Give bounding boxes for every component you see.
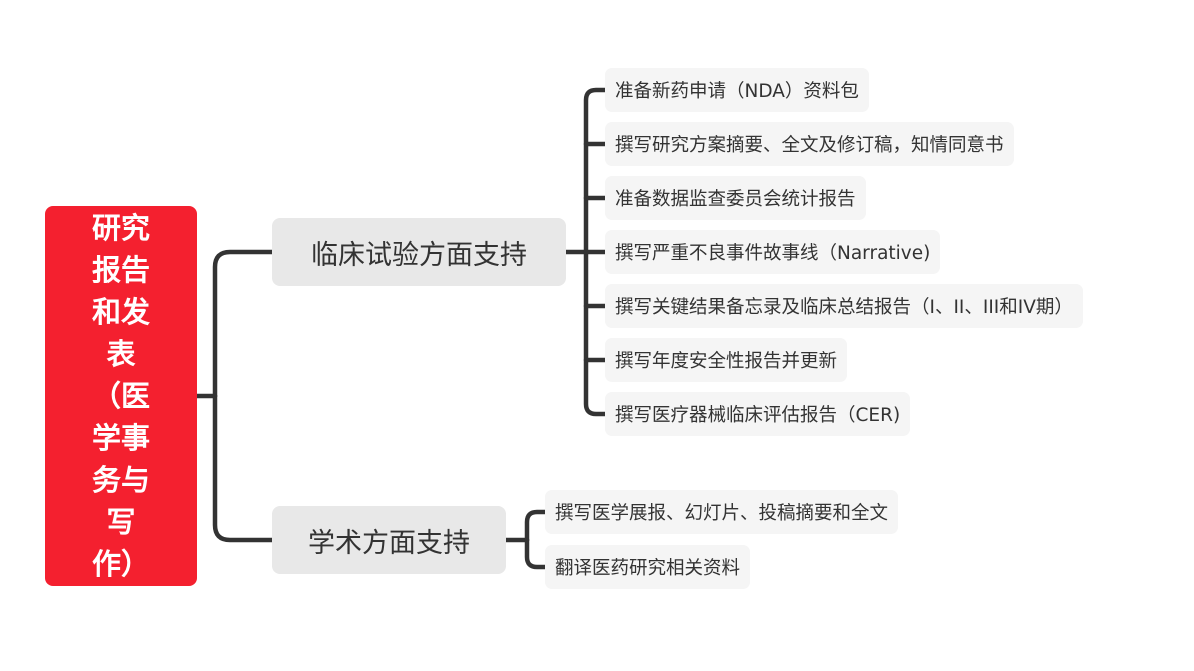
- leaf-sae-narrative[interactable]: 撰写严重不良事件故事线（Narrative): [605, 230, 941, 274]
- connector-root-to-academic: [212, 393, 275, 543]
- leaf-dmc-report[interactable]: 准备数据监查委员会统计报告: [605, 176, 866, 220]
- branch-clinical-trial-support[interactable]: 临床试验方面支持: [272, 218, 566, 286]
- connector-academic-bottom: [524, 537, 548, 570]
- leaf-cer-report[interactable]: 撰写医疗器械临床评估报告（CER): [605, 392, 911, 436]
- branch-academic-support[interactable]: 学术方面支持: [272, 506, 506, 574]
- leaf-posters-slides-manuscripts[interactable]: 撰写医学展报、幻灯片、投稿摘要和全文: [545, 490, 899, 534]
- leaf-clinical-study-report[interactable]: 撰写关键结果备忘录及临床总结报告（I、II、III和IV期）: [605, 284, 1083, 328]
- leaf-nda-package[interactable]: 准备新药申请（NDA）资料包: [605, 68, 869, 112]
- root-topic[interactable]: 研究报告和发表（医学事务与写作）: [45, 206, 197, 586]
- leaf-protocol-consent[interactable]: 撰写研究方案摘要、全文及修订稿，知情同意书: [605, 122, 1014, 166]
- connector-clinical-bottom: [583, 249, 608, 417]
- connector-root-to-clinical: [212, 249, 275, 399]
- leaf-annual-safety-report[interactable]: 撰写年度安全性报告并更新: [605, 338, 848, 382]
- connector-clinical-top: [583, 87, 608, 255]
- leaf-translation[interactable]: 翻译医药研究相关资料: [545, 545, 751, 589]
- connector-academic-top: [524, 509, 548, 543]
